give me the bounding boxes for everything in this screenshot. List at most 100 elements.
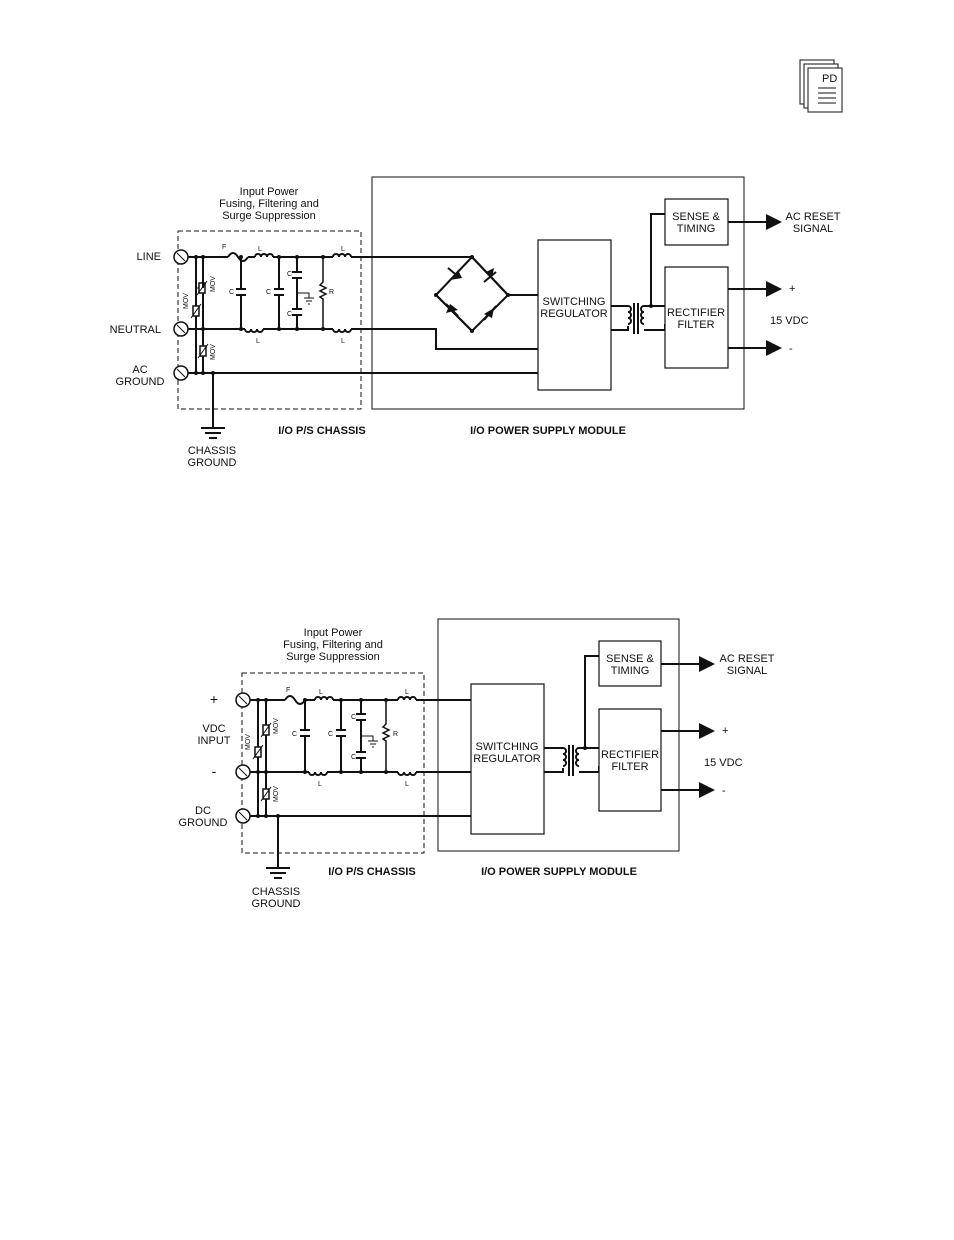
ac-module-caption: I/O POWER SUPPLY MODULE [470, 425, 626, 437]
ac-capacitor-label-4: C [287, 311, 292, 318]
dc-capacitor-2 [336, 700, 346, 772]
ac-capacitor-1 [236, 257, 246, 329]
ac-output-label: 15 VDC [770, 315, 809, 327]
ac-terminal-ground-label-2: GROUND [116, 376, 165, 388]
dc-input-label-2: INPUT [198, 735, 231, 747]
dc-sense-label-2: TIMING [611, 665, 650, 677]
dc-capacitor-label-2: C [328, 731, 333, 738]
dc-chassis-ground-label-1: CHASSIS [252, 886, 300, 898]
ac-rectifier-filter-block [664, 266, 729, 369]
dc-header-line1: Input Power [304, 627, 363, 639]
dc-output-label: 15 VDC [704, 757, 743, 769]
ac-chassis-ground-symbol [201, 427, 225, 439]
dc-input-label-1: VDC [202, 723, 225, 735]
ac-resistor-label: R [329, 289, 334, 296]
dc-chassis-caption: I/O P/S CHASSIS [328, 866, 415, 878]
ac-chassis-ground-label-2: GROUND [188, 457, 237, 469]
dc-regulator-label-2: REGULATOR [473, 753, 540, 765]
ac-terminal-neutral-label: NEUTRAL [110, 324, 161, 336]
dc-sense-timing-block [598, 640, 662, 687]
ac-transformer [611, 303, 666, 334]
ac-power-supply-diagram: Input Power Fusing, Filtering and Surge … [110, 176, 841, 469]
dc-mov-label-2: MOV [273, 718, 280, 734]
dc-capacitor-label-1: C [292, 731, 297, 738]
dc-chassis-ground-symbol [266, 867, 290, 879]
dc-inductor-plus-1 [314, 696, 334, 701]
dc-inductor-label-4: L [405, 781, 409, 788]
ac-inductor-label-3: L [256, 338, 260, 345]
ac-capacitor-label-3: C [287, 271, 292, 278]
dc-mov-3 [260, 786, 272, 802]
dc-power-supply-diagram: Input Power Fusing, Filtering and Surge … [179, 618, 775, 910]
dc-terminal-plus-label: + [210, 691, 218, 707]
ac-sense-label-2: TIMING [677, 223, 716, 235]
dc-capacitor-label-3: C [351, 714, 356, 721]
ac-reset-label-2: SIGNAL [793, 223, 833, 235]
ac-switching-regulator [537, 239, 612, 391]
dc-rectifier-filter-block [598, 708, 662, 812]
ac-bridge-rectifier [434, 255, 510, 333]
ac-header-line3: Surge Suppression [222, 210, 316, 222]
ac-inductor-label-4: L [341, 338, 345, 345]
pdf-document-icon: PD [799, 59, 843, 113]
ac-terminal-ground [173, 365, 189, 381]
dc-module-boundary [437, 618, 680, 852]
dc-capacitor-label-4: C [351, 754, 356, 761]
dc-regulator-label-1: SWITCHING [476, 741, 539, 753]
dc-fuse [284, 695, 306, 705]
ac-inductor-label-1: L [258, 246, 262, 253]
ac-inductor-line-2 [332, 253, 352, 258]
ac-rectifier-label-2: FILTER [677, 319, 714, 331]
dc-capacitor-1 [300, 700, 310, 772]
dc-terminal-ground [235, 808, 251, 824]
ac-capacitor-3 [292, 257, 314, 329]
ac-inductor-line-1 [254, 253, 274, 258]
ac-terminal-neutral [173, 321, 189, 337]
dc-header-line2: Fusing, Filtering and [283, 639, 383, 651]
ac-header-line2: Fusing, Filtering and [219, 198, 319, 210]
ac-regulator-label-1: SWITCHING [543, 296, 606, 308]
dc-inductor-label-3: L [318, 781, 322, 788]
dc-mov-2 [260, 722, 272, 738]
ac-chassis-ground-label-1: CHASSIS [188, 445, 236, 457]
dc-terminal-ground-label-1: DC [195, 805, 211, 817]
dc-resistor [381, 700, 391, 772]
dc-switching-regulator [470, 683, 545, 835]
ac-mov-3 [197, 343, 209, 359]
dc-chassis-boundary [241, 672, 425, 854]
dc-terminal-minus [235, 764, 251, 780]
ac-resistor [318, 257, 328, 329]
ac-fuse-label: F [222, 244, 226, 251]
ac-inductor-neutral-1 [244, 328, 264, 333]
dc-rectifier-label-2: FILTER [611, 761, 648, 773]
dc-inductor-minus-1 [308, 771, 328, 776]
ac-minus-label: - [789, 343, 793, 355]
ac-mov-label-1: MOV [183, 293, 190, 309]
ac-sense-label-1: SENSE & [672, 211, 720, 223]
ac-mov-label-2: MOV [210, 276, 217, 292]
ac-terminal-line [173, 249, 189, 265]
dc-mov-1 [252, 744, 264, 760]
dc-transformer [544, 745, 600, 776]
ac-terminal-ground-label-1: AC [132, 364, 147, 376]
dc-reset-label-2: SIGNAL [727, 665, 767, 677]
dc-rectifier-label-1: RECTIFIER [601, 749, 659, 761]
ac-capacitor-2 [274, 257, 284, 329]
dc-inductor-minus-2 [397, 771, 417, 776]
logo-text: PD [822, 73, 837, 85]
ac-rectifier-label-1: RECTIFIER [667, 307, 725, 319]
dc-inductor-plus-2 [397, 696, 417, 701]
ac-reset-label-1: AC RESET [785, 211, 840, 223]
ac-sense-timing-block [664, 198, 729, 246]
dc-terminal-ground-label-2: GROUND [179, 817, 228, 829]
ac-mov-label-3: MOV [210, 344, 217, 360]
dc-mov-label-1: MOV [245, 734, 252, 750]
ac-plus-label: + [789, 283, 795, 295]
ac-capacitor-label-2: C [266, 289, 271, 296]
dc-inductor-label-2: L [405, 689, 409, 696]
dc-terminal-minus-label: - [212, 763, 217, 779]
dc-minus-label: - [722, 785, 726, 797]
ac-module-boundary [371, 176, 745, 410]
